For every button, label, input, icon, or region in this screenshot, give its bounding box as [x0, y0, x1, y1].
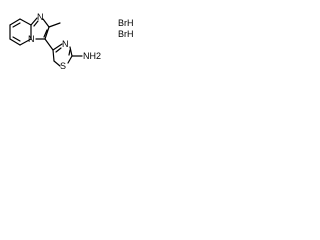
bond-imid-2	[42, 18, 50, 28]
salt-label-2: BrH	[118, 29, 134, 39]
bond-pyr-double-2	[12, 36, 21, 42]
bond-thz-double	[55, 47, 62, 53]
atom-n-imidazole: N	[37, 12, 44, 22]
bond-imid-3	[44, 26, 50, 40]
atom-n-bridgehead: N	[28, 34, 35, 44]
bond-thz-double-2	[68, 49, 71, 56]
bond-pyr-4	[19, 38, 32, 46]
bond-methyl	[48, 22, 61, 28]
bond-thz-5	[52, 49, 55, 62]
atom-n-thiazole: N	[62, 39, 69, 49]
bond-pyr-2	[19, 18, 32, 26]
salt-label-1: BrH	[118, 18, 134, 28]
bond-imid-double-2	[43, 29, 48, 38]
molecule-structure: N N N S NH2 BrH BrH	[9, 12, 134, 71]
bond-thz-4	[53, 60, 61, 67]
bond-group	[9, 17, 83, 67]
bond-imid-1	[30, 17, 38, 26]
bond-pyr-1	[9, 18, 21, 26]
bond-imid-double	[33, 20, 39, 27]
bond-thz-2	[69, 46, 73, 57]
bond-pyr-5	[9, 38, 21, 46]
bond-thz-1	[52, 43, 63, 51]
bond-thz-3	[67, 55, 73, 64]
atom-s-thiazole: S	[60, 61, 66, 71]
atom-amine: NH2	[83, 51, 101, 61]
bond-pyr-double-1	[12, 22, 21, 28]
bond-linker	[44, 38, 54, 51]
